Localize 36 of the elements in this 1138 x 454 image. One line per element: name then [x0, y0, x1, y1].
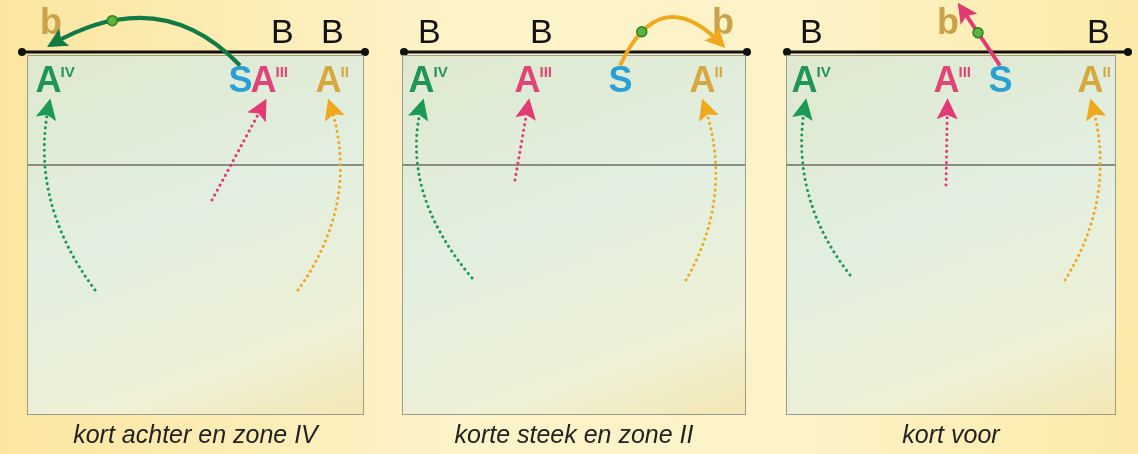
position-letter: B — [321, 14, 344, 48]
player-label: A$^{III}$ — [933, 61, 971, 98]
movement-arrow — [684, 98, 719, 282]
player-label: S — [988, 61, 1012, 98]
position-letter: B — [800, 14, 823, 48]
movement-arrow — [936, 98, 958, 187]
player-label: A$^{IV}$ — [791, 61, 831, 98]
shuttle-label: b — [712, 4, 733, 40]
player-label: A$^{IV}$ — [35, 61, 75, 98]
player-label: S — [608, 61, 632, 98]
movement-arrow — [296, 98, 345, 292]
shot-arrow — [46, 16, 242, 67]
player-label: A$^{II}$ — [689, 61, 723, 98]
panel-caption: korte steek en zone II — [454, 420, 694, 448]
player-label: A$^{III}$ — [250, 61, 288, 98]
movement-arrow — [36, 98, 97, 292]
player-label: A$^{II}$ — [1077, 61, 1111, 98]
shuttle-label: b — [937, 4, 958, 40]
movement-arrow — [1063, 98, 1106, 282]
shot-arrow — [957, 2, 1002, 67]
player-label: A$^{III}$ — [514, 61, 552, 98]
shuttle-label: b — [40, 4, 61, 40]
movement-arrow — [210, 98, 267, 202]
movement-arrow — [792, 98, 852, 277]
movement-arrow — [408, 98, 474, 280]
player-label: A$^{II}$ — [315, 61, 349, 98]
position-letter: B — [271, 14, 294, 48]
shot-arrow — [618, 15, 726, 67]
panel-caption: kort voor — [902, 420, 1000, 448]
player-label: A$^{IV}$ — [408, 61, 448, 98]
position-letter: B — [530, 14, 553, 48]
player-label: S — [228, 61, 252, 98]
position-letter: B — [418, 14, 441, 48]
position-letter: B — [1087, 14, 1110, 48]
movement-arrow — [513, 98, 536, 182]
panel-caption: kort achter en zone IV — [73, 420, 318, 448]
